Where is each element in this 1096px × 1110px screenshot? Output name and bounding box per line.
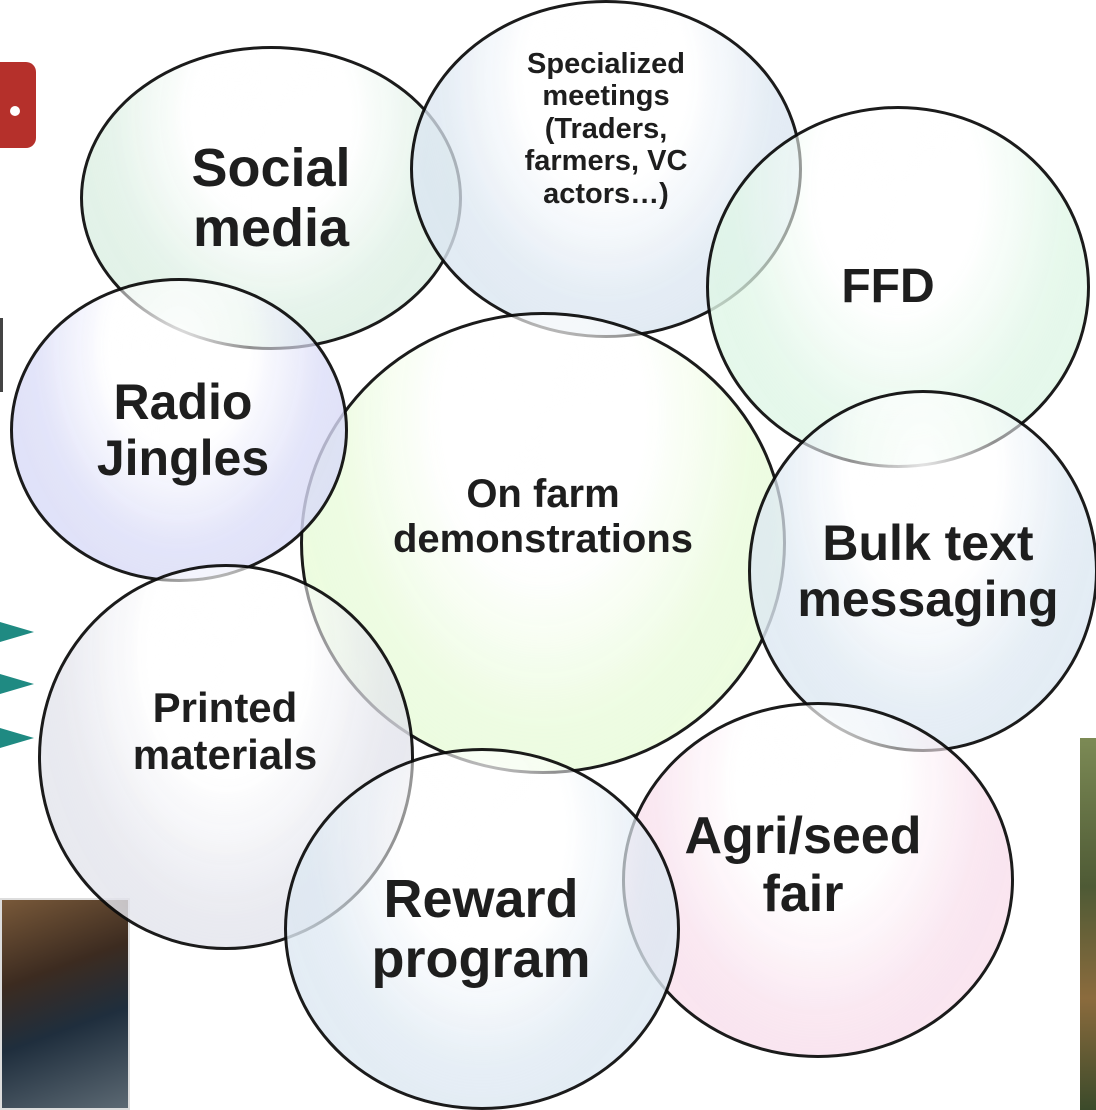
arrow-bullet-icon	[0, 622, 34, 642]
bubble-label: Bulk text messaging	[797, 515, 1059, 627]
divider-line	[0, 318, 3, 392]
bubble-bulk-text-messaging: Bulk text messaging	[748, 390, 1096, 752]
arrow-bullet-icon	[0, 674, 34, 694]
bubble-radio-jingles: Radio Jingles	[10, 278, 348, 582]
bubble-label: Specialized meetings (Traders, farmers, …	[524, 47, 688, 210]
arrow-bullet-icon	[0, 728, 34, 748]
bubble-label: Social media	[191, 137, 351, 258]
bubble-label: Reward program	[371, 868, 591, 989]
bubble-social-media: Social media	[80, 46, 462, 350]
bubble-label: Printed materials	[132, 683, 318, 778]
bubble-label: Agri/seed fair	[684, 806, 922, 923]
event-photo	[0, 898, 130, 1110]
bubble-label: Radio Jingles	[96, 374, 270, 486]
bubble-reward-program: Reward program	[284, 748, 680, 1110]
field-photo	[1080, 738, 1096, 1110]
bubble-label: On farm demonstrations	[392, 472, 694, 561]
partial-logo-icon	[0, 62, 36, 148]
bubble-agri-seed-fair: Agri/seed fair	[622, 702, 1014, 1058]
bubble-label: FFD	[841, 260, 935, 314]
